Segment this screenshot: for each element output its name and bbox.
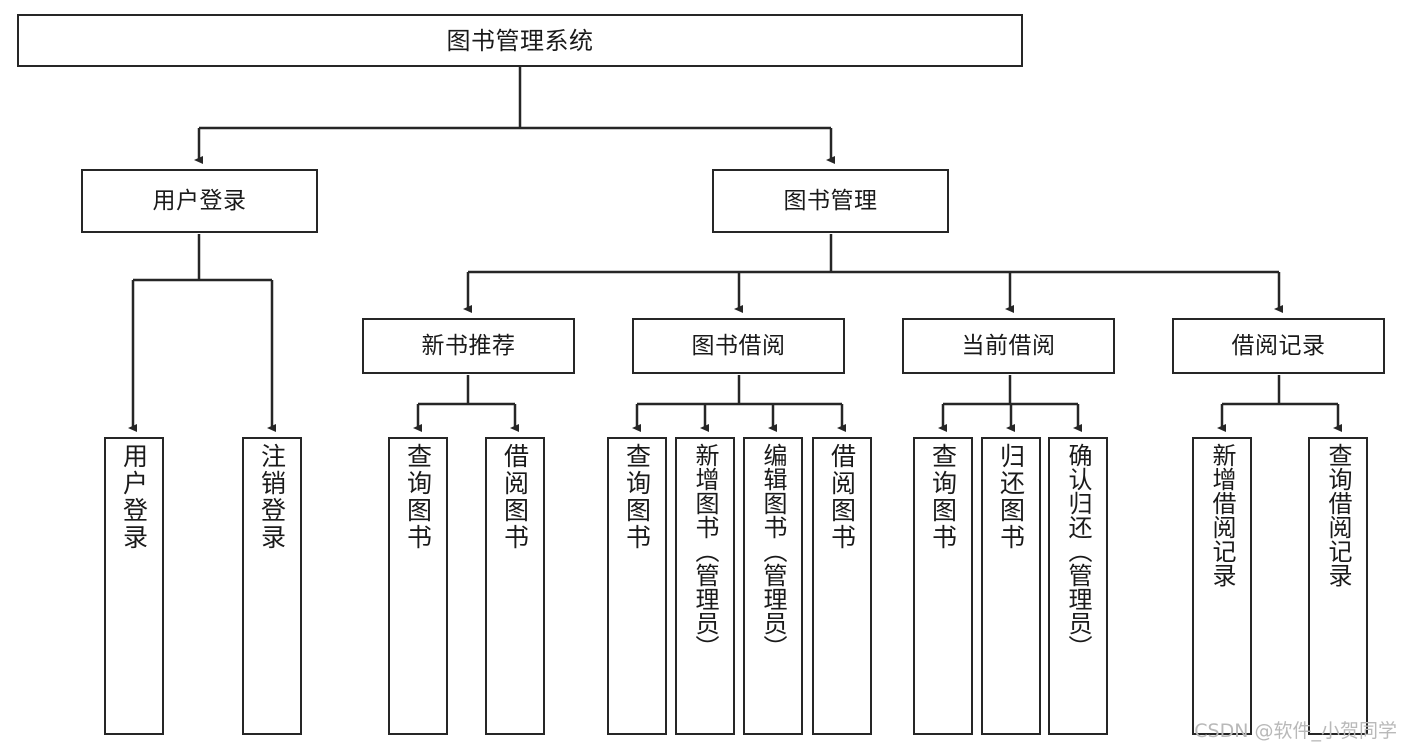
node-leaf-logout-login-label: 注销登录	[257, 443, 287, 551]
node-user-login[interactable]: 用户登录	[81, 169, 318, 233]
node-book-borrow-label: 图书借阅	[691, 332, 786, 359]
node-leaf-confirm-return[interactable]: 确认归还（管理员）	[1048, 437, 1108, 735]
node-new-book-recommend[interactable]: 新书推荐	[362, 318, 575, 374]
node-root[interactable]: 图书管理系统	[17, 14, 1023, 67]
node-leaf-return-book-label: 归还图书	[996, 443, 1026, 551]
node-leaf-edit-book[interactable]: 编辑图书（管理员）	[743, 437, 803, 735]
node-leaf-query-record-label: 查询借阅记录	[1324, 443, 1352, 587]
node-book-manage[interactable]: 图书管理	[712, 169, 949, 233]
node-leaf-borrow-book-1-label: 借阅图书	[500, 443, 530, 551]
node-user-login-label: 用户登录	[152, 187, 247, 214]
node-new-book-recommend-label: 新书推荐	[421, 332, 516, 359]
node-leaf-add-record-label: 新增借阅记录	[1208, 443, 1236, 587]
node-leaf-borrow-book-1[interactable]: 借阅图书	[485, 437, 545, 735]
node-leaf-return-book[interactable]: 归还图书	[981, 437, 1041, 735]
node-leaf-edit-book-label: 编辑图书（管理员）	[759, 443, 787, 659]
node-root-label: 图书管理系统	[446, 26, 594, 55]
node-current-borrow-label: 当前借阅	[961, 332, 1056, 359]
node-borrow-record-label: 借阅记录	[1231, 332, 1326, 359]
node-leaf-query-book-2-label: 查询图书	[622, 443, 652, 551]
node-borrow-record[interactable]: 借阅记录	[1172, 318, 1385, 374]
node-leaf-query-book-1[interactable]: 查询图书	[388, 437, 448, 735]
node-leaf-query-book-1-label: 查询图书	[403, 443, 433, 551]
node-leaf-query-book-3[interactable]: 查询图书	[913, 437, 973, 735]
node-current-borrow[interactable]: 当前借阅	[902, 318, 1115, 374]
node-leaf-query-book-3-label: 查询图书	[928, 443, 958, 551]
node-book-borrow[interactable]: 图书借阅	[632, 318, 845, 374]
node-leaf-query-record[interactable]: 查询借阅记录	[1308, 437, 1368, 735]
node-leaf-confirm-return-label: 确认归还（管理员）	[1064, 443, 1092, 659]
node-leaf-query-book-2[interactable]: 查询图书	[607, 437, 667, 735]
node-book-manage-label: 图书管理	[783, 187, 878, 214]
node-leaf-user-login-label: 用户登录	[119, 443, 149, 551]
node-leaf-logout-login[interactable]: 注销登录	[242, 437, 302, 735]
node-leaf-add-book[interactable]: 新增图书（管理员）	[675, 437, 735, 735]
node-leaf-user-login[interactable]: 用户登录	[104, 437, 164, 735]
node-leaf-borrow-book-2[interactable]: 借阅图书	[812, 437, 872, 735]
node-leaf-borrow-book-2-label: 借阅图书	[827, 443, 857, 551]
node-leaf-add-book-label: 新增图书（管理员）	[691, 443, 719, 659]
watermark-text: CSDN @软件_小贺同学	[1194, 720, 1397, 742]
node-leaf-add-record[interactable]: 新增借阅记录	[1192, 437, 1252, 735]
